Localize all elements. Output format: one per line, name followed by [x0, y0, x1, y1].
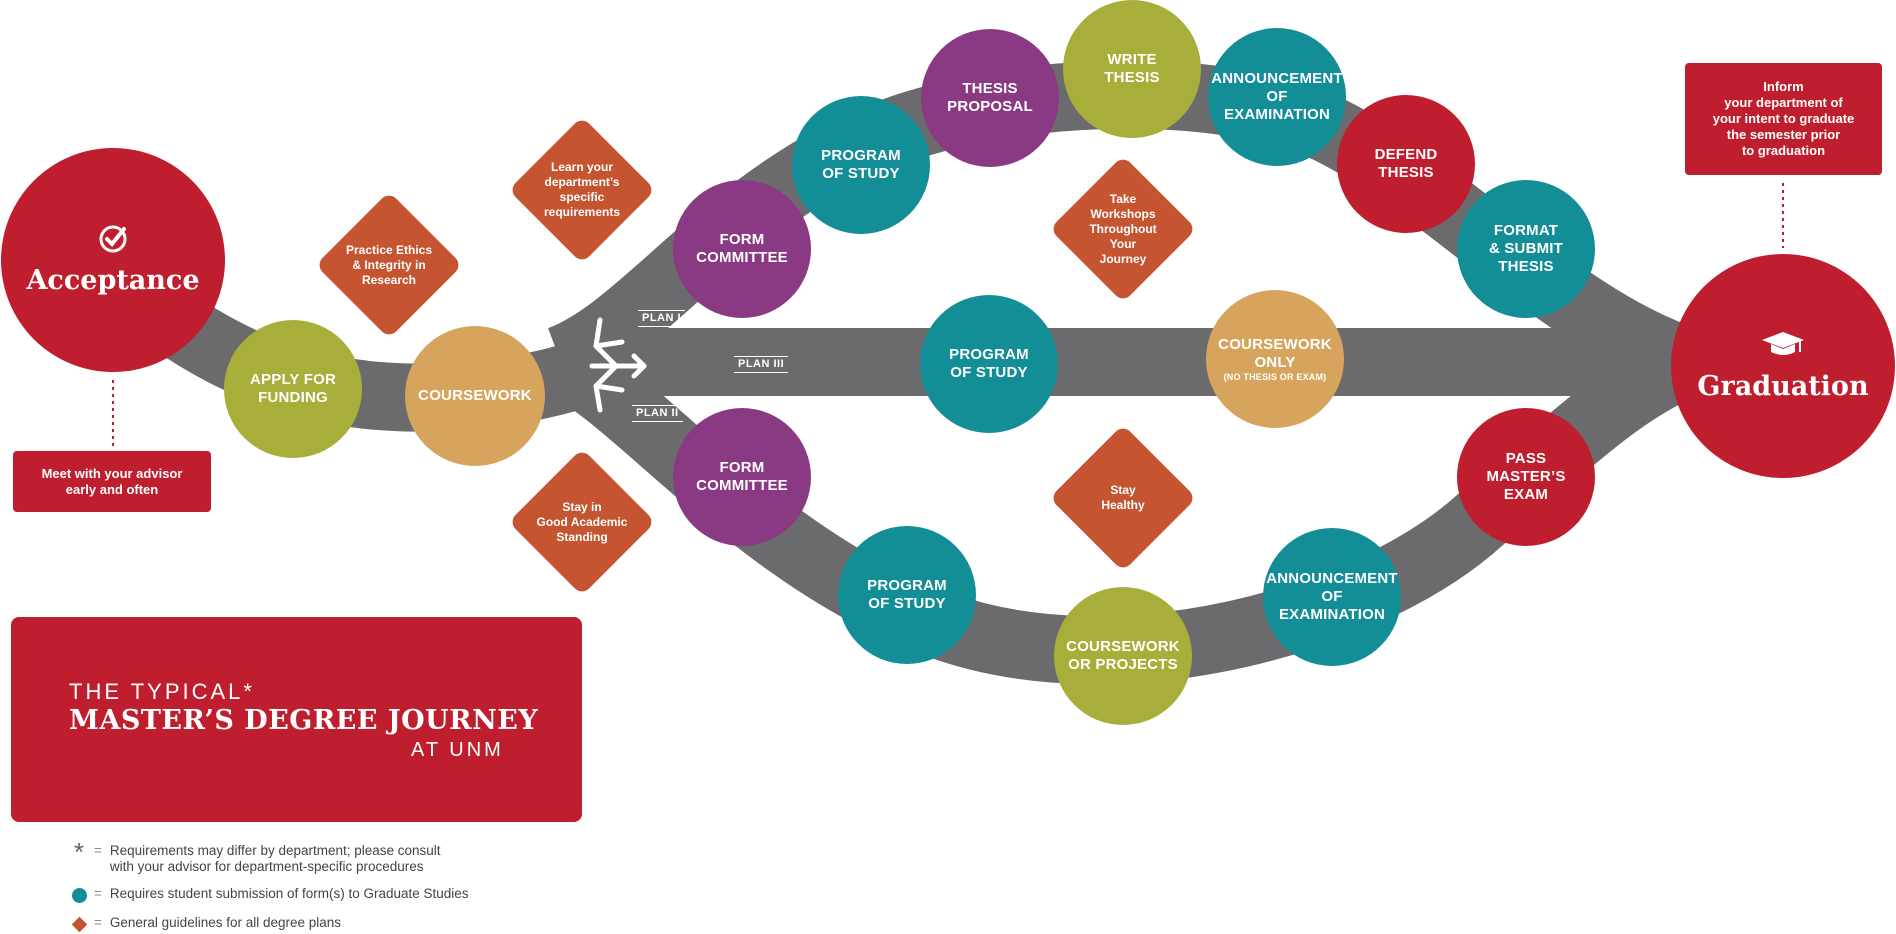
asterisk-icon: *	[73, 837, 85, 867]
learn-text: Learn your department’s specific require…	[543, 160, 621, 219]
thesis-proposal-node: THESIS PROPOSAL	[921, 29, 1059, 167]
plan1-form-committee-node: FORM COMMITTEE	[673, 180, 811, 318]
legend-diamond: = General guidelines for all degree plan…	[70, 915, 341, 933]
legend-circle: = Requires student submission of form(s)…	[70, 886, 469, 904]
title-line2: MASTER’S DEGREE JOURNEY	[69, 705, 539, 736]
legend-circle-text: Requires student submission of form(s) t…	[109, 886, 469, 901]
format-submit-thesis-node: FORMAT & SUBMIT THESIS	[1457, 180, 1595, 318]
graduation-node: Graduation	[1671, 254, 1895, 478]
acceptance-label: Acceptance	[26, 265, 200, 296]
legend-asterisk-eq: =	[94, 843, 102, 858]
coursework-only-note: (NO THESIS OR EXAM)	[1223, 371, 1327, 382]
plan3-program-of-study-node: PROGRAM OF STUDY	[920, 295, 1058, 433]
plan3-label: PLAN III	[734, 356, 789, 373]
legend-diamond-eq: =	[94, 915, 102, 930]
plan1-program-of-study-node: PROGRAM OF STUDY	[792, 96, 930, 234]
ethics-text: Practice Ethics & Integrity in Research	[345, 242, 433, 287]
defend-thesis-node: DEFEND THESIS	[1337, 95, 1475, 233]
apply-funding-node: APPLY FOR FUNDING	[224, 320, 362, 458]
write-thesis-node: WRITE THESIS	[1063, 0, 1201, 138]
title-line1: THE TYPICAL*	[69, 679, 255, 704]
coursework-only-label: COURSEWORK ONLY	[1218, 335, 1332, 371]
coursework-node: COURSEWORK	[405, 326, 545, 466]
legend-diamond-text: General guidelines for all degree plans	[109, 915, 342, 930]
coursework-only-node: COURSEWORK ONLY (NO THESIS OR EXAM)	[1206, 290, 1344, 428]
healthy-text: Stay Healthy	[1101, 483, 1145, 512]
connector-lines	[112, 183, 1784, 448]
check-circle-icon	[98, 224, 128, 261]
legend-circle-eq: =	[94, 886, 102, 901]
advisor-note: Meet with your advisor early and often	[13, 451, 211, 512]
teal-circle-icon	[70, 886, 88, 904]
acceptance-node: Acceptance	[1, 148, 225, 372]
standing-text: Stay in Good Academic Standing	[536, 499, 628, 544]
pass-exam-node: PASS MASTER’S EXAM	[1457, 408, 1595, 546]
graduation-label: Graduation	[1697, 371, 1869, 402]
plan2-program-of-study-node: PROGRAM OF STUDY	[838, 526, 976, 664]
plan2-form-committee-node: FORM COMMITTEE	[673, 408, 811, 546]
orange-diamond-icon	[70, 915, 88, 933]
coursework-projects-node: COURSEWORK OR PROJECTS	[1054, 587, 1192, 725]
plan2-announcement-node: ANNOUNCEMENT OF EXAMINATION	[1263, 528, 1401, 666]
plan1-label: PLAN I	[638, 310, 686, 327]
graduation-cap-icon	[1760, 330, 1806, 367]
plan1-announcement-node: ANNOUNCEMENT OF EXAMINATION	[1208, 28, 1346, 166]
legend-asterisk: * = Requirements may differ by departmen…	[70, 837, 441, 875]
split-arrow-icon	[589, 317, 647, 413]
title-line3: AT UNM	[411, 739, 504, 761]
plan2-label: PLAN II	[632, 405, 683, 422]
workshops-text: Take Workshops Throughout Your Journey	[1089, 191, 1157, 266]
legend-asterisk-text: Requirements may differ by department; p…	[109, 843, 441, 874]
title-box: THE TYPICAL* MASTER’S DEGREE JOURNEY AT …	[11, 617, 582, 822]
graduate-note: Inform your department of your intent to…	[1685, 63, 1882, 175]
